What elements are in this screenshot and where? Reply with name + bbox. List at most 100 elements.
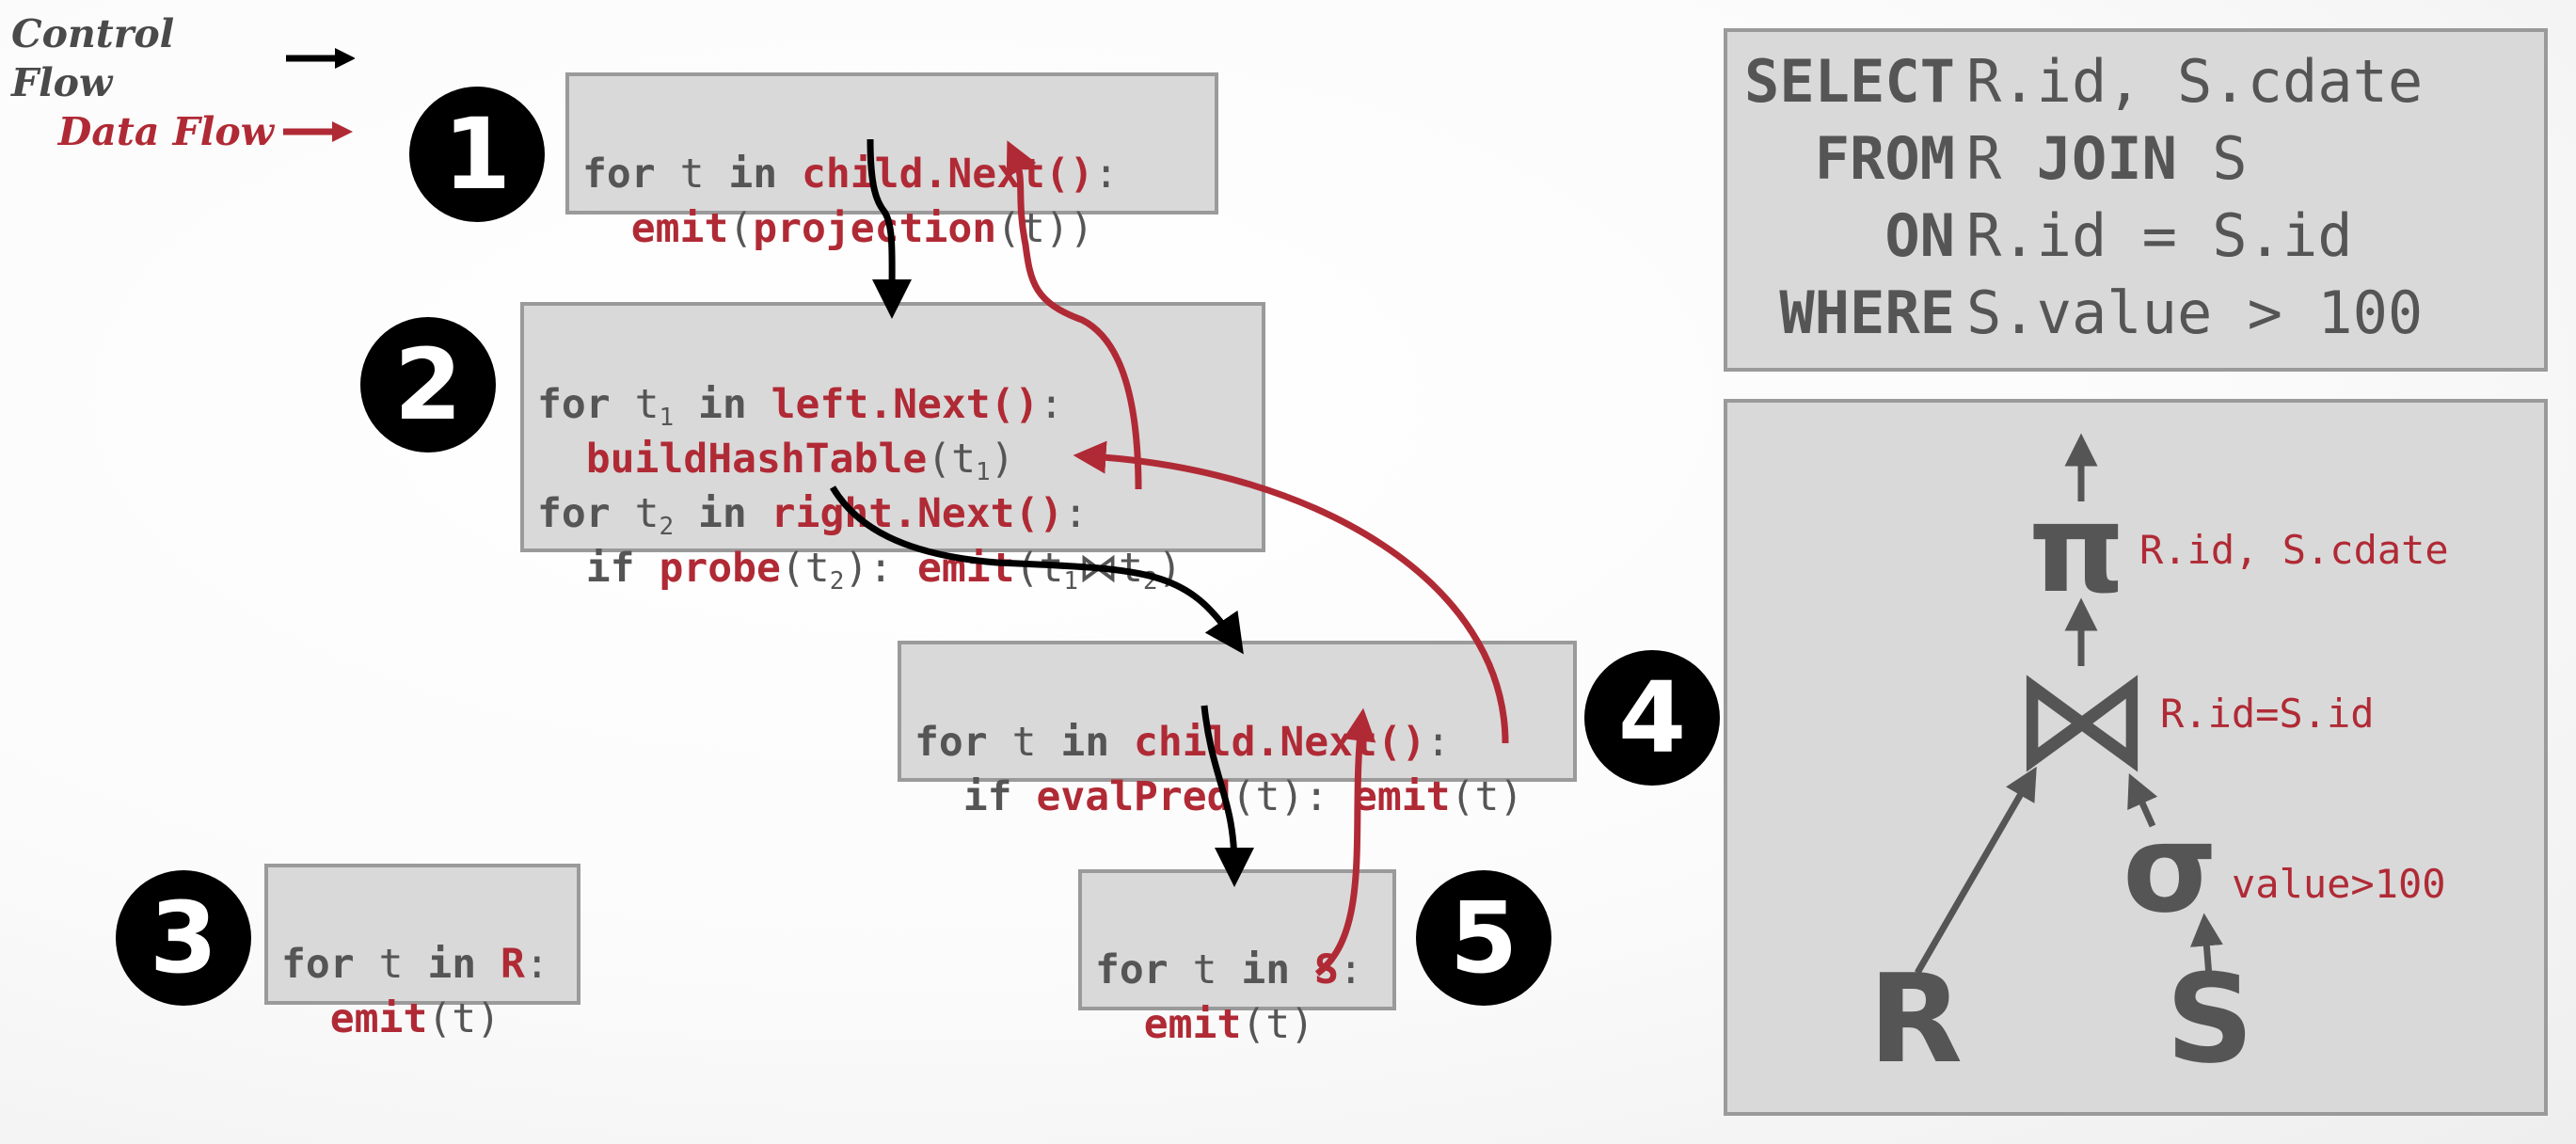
sql-keyword: WHERE: [1779, 278, 1955, 347]
keyword-in: in: [728, 151, 778, 198]
control-arrow-4-to-5: [1201, 705, 1254, 887]
arrow-right-icon: [286, 48, 355, 69]
query-plan-box: π R.id, S.cdate ⋈ R.id=S.id σ value>100 …: [1724, 399, 2548, 1116]
sql-relation-s: S: [2176, 124, 2248, 193]
var-t: t: [1011, 719, 1037, 766]
sql-keyword: SELECT: [1744, 47, 1955, 116]
colon: :: [1338, 946, 1363, 993]
step-badge-1: 1: [409, 87, 545, 222]
argument: (t):: [1231, 773, 1329, 820]
control-arrow-2-to-4: [829, 485, 1244, 655]
argument: (t): [427, 995, 501, 1042]
sql-relation-r: R: [1966, 124, 2037, 193]
subscript: 2: [659, 513, 675, 541]
sql-text: R.id = S.id: [1966, 201, 2353, 270]
step-badge-5: 5: [1416, 870, 1551, 1006]
code-selection: for t in child.Next(): if evalPred(t): e…: [914, 660, 1523, 824]
edge-r-to-join: [1914, 766, 2037, 975]
var-t: t: [378, 941, 404, 988]
eval-pred-call: evalPred: [1036, 773, 1232, 820]
step-badge-2: 2: [360, 317, 496, 453]
operator-box-scan-r: for t in R: emit(t): [264, 864, 580, 1042]
keyword-if: if: [962, 773, 1012, 820]
selection-symbol: σ: [2123, 797, 2218, 940]
right-iterator-call: right.Next(): [771, 490, 1064, 537]
code-scan-s: for t in S: emit(t): [1095, 888, 1363, 1052]
sql-text: R.id, S.cdate: [1966, 47, 2424, 116]
sql-text: S.value > 100: [1966, 278, 2424, 347]
keyword-for: for: [537, 381, 611, 428]
keyword-for: for: [1095, 946, 1169, 993]
keyword-in: in: [698, 490, 747, 537]
legend-data-flow: Data Flow: [11, 107, 355, 156]
step-badge-4: 4: [1584, 650, 1720, 786]
code-scan-r: for t in R: emit(t): [281, 882, 549, 1046]
sql-text: R JOIN S: [1966, 120, 2248, 198]
colon: :: [1093, 151, 1119, 198]
data-arrow-2-to-1: [1006, 140, 1142, 490]
left-iterator-call: left.Next(): [771, 381, 1040, 428]
var-t: t: [679, 151, 705, 198]
emit-call: emit: [630, 205, 729, 252]
keyword-for: for: [582, 151, 656, 198]
legend-control-flow: Control Flow: [11, 9, 355, 107]
operator-box-selection: for t in child.Next(): if evalPred(t): e…: [898, 641, 1577, 820]
build-hash-table-call: buildHashTable: [585, 436, 928, 483]
control-arrow-1-to-2: [867, 138, 913, 319]
subscript: 1: [976, 458, 991, 486]
legend-data-label: Data Flow: [57, 109, 274, 154]
paren: (: [728, 205, 754, 252]
arrow-right-icon: [283, 121, 353, 142]
keyword-in: in: [427, 941, 477, 988]
iterator-call: child.Next(): [802, 151, 1094, 198]
sql-keyword-join: JOIN: [2036, 124, 2177, 193]
probe-call: probe: [659, 545, 781, 592]
colon: :: [1425, 719, 1451, 766]
colon: :: [1039, 381, 1064, 428]
iterator-call: child.Next(): [1134, 719, 1426, 766]
keyword-for: for: [281, 941, 355, 988]
argument: (t: [927, 436, 976, 483]
paren: ): [990, 436, 1015, 483]
code-hash-join: for t1 in left.Next(): buildHashTable(t1…: [537, 323, 1182, 596]
keyword-in: in: [1060, 719, 1110, 766]
data-arrow-4-to-2: [1073, 440, 1509, 744]
subscript: 1: [659, 404, 675, 432]
var-t: t: [634, 381, 660, 428]
step-badge-3: 3: [116, 870, 251, 1006]
argument: (t)): [996, 205, 1094, 252]
keyword-in: in: [698, 381, 747, 428]
colon: :: [524, 941, 549, 988]
legend: Control Flow Data Flow: [11, 9, 355, 156]
keyword-for: for: [537, 490, 611, 537]
keyword-in: in: [1241, 946, 1291, 993]
keyword-for: for: [914, 719, 988, 766]
code-projection: for t in child.Next(): emit(projection(t…: [582, 92, 1119, 256]
colon: :: [1063, 490, 1089, 537]
data-arrow-5-to-4: [1314, 707, 1376, 977]
keyword-if: if: [585, 545, 635, 592]
selection-label: value>100: [2232, 861, 2446, 907]
sql-keyword: FROM: [1814, 124, 1955, 193]
emit-call: emit: [329, 995, 428, 1042]
relation-r: R: [1868, 947, 1964, 1090]
join-symbol: ⋈: [2012, 638, 2153, 802]
operator-box-projection: for t in child.Next(): emit(projection(t…: [565, 72, 1218, 252]
legend-control-label: Control Flow: [11, 11, 175, 105]
edge-select-to-join: [2127, 773, 2158, 828]
relation-name: R: [501, 941, 525, 988]
projection-label: R.id, S.cdate: [2139, 527, 2449, 573]
argument: (t): [1450, 773, 1524, 820]
emit-call: emit: [1353, 773, 1451, 820]
argument: (t: [780, 545, 830, 592]
edge-s-to-select: [2189, 913, 2223, 977]
operator-box-hash-join: for t1 in left.Next(): buildHashTable(t1…: [520, 302, 1265, 594]
paren: ):: [844, 545, 894, 592]
